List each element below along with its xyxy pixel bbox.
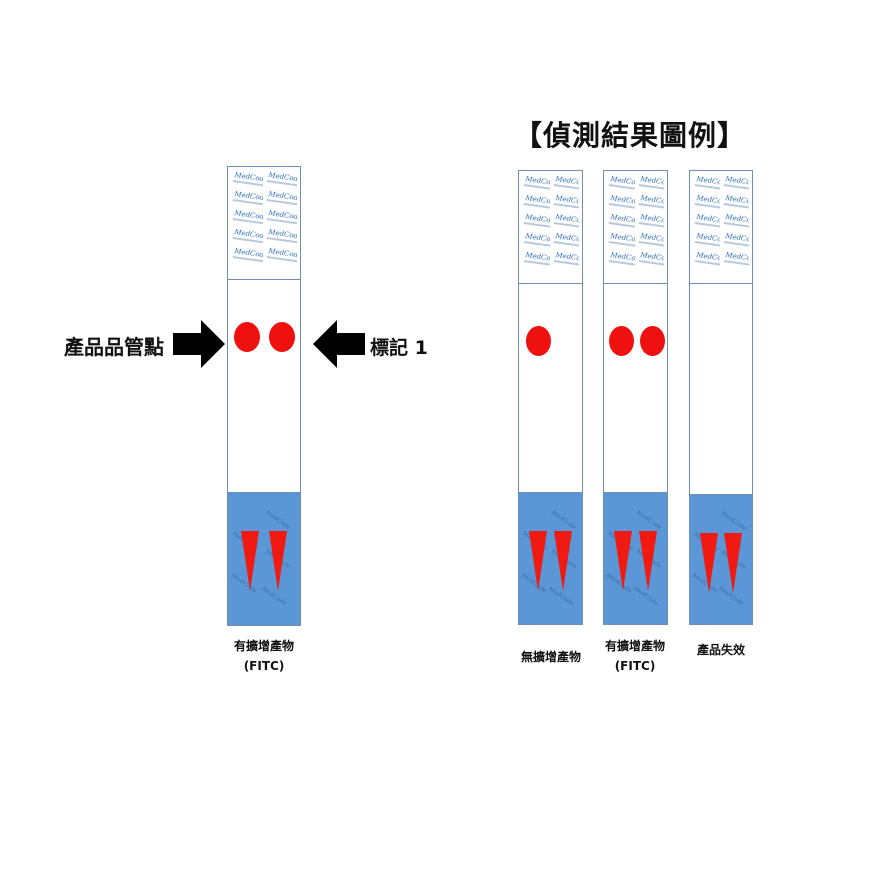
pad-watermark: MedCode (719, 510, 748, 533)
logo-watermark: MedCode (552, 175, 579, 194)
arrow-left-icon (313, 320, 365, 368)
logo-watermark: MedCode (693, 175, 720, 194)
dot-quality-control (526, 326, 551, 356)
logo-watermark: MedCode (693, 232, 720, 251)
logo-watermark: MedCode (265, 209, 297, 228)
sample-triangle-right (639, 531, 657, 591)
logo-watermark: MedCode (522, 213, 550, 232)
logo-watermark: MedCode (231, 190, 263, 209)
logo-watermark: MedCode (722, 194, 749, 213)
sample-triangle-right (554, 531, 572, 591)
dot-quality-control (609, 326, 634, 356)
pad-watermark: MedCode (263, 509, 292, 532)
dot-mark-1 (269, 322, 295, 352)
dot-quality-control (234, 322, 260, 352)
logo-watermark: MedCode (637, 213, 664, 232)
logo-watermark: MedCode (552, 194, 579, 213)
logo-watermark: MedCode (693, 251, 720, 270)
logo-watermark: MedCode (552, 232, 579, 251)
caption-has-product-line1: 有擴增產物 (604, 639, 665, 653)
logo-watermark: MedCode (265, 190, 297, 209)
logo-watermark: MedCode (607, 175, 635, 194)
logo-watermark: MedCode (607, 194, 635, 213)
sample-triangle-right (724, 533, 742, 593)
logo-watermark: MedCode (265, 171, 297, 190)
sample-triangle-left (614, 531, 632, 591)
sample-triangle-left (529, 531, 547, 591)
logo-watermark: MedCode (522, 194, 550, 213)
logo-watermark: MedCode (722, 175, 749, 194)
sample-triangle-left (700, 533, 718, 593)
logo-watermark: MedCode (231, 209, 263, 228)
logo-watermark: MedCode (522, 251, 550, 270)
caption-no-product: 無擴增產物 (520, 650, 581, 664)
logo-watermark: MedCode (522, 175, 550, 194)
legend-title: 【偵測結果圖例】 (514, 119, 747, 152)
logo-watermark: MedCode (637, 175, 664, 194)
dot-mark-1 (640, 326, 665, 356)
arrow-right-icon (173, 320, 225, 368)
sample-triangle-left (241, 531, 259, 591)
caption-invalid: 產品失效 (696, 643, 745, 657)
logo-watermark: MedCode (637, 251, 664, 270)
logo-watermark: MedCode (637, 194, 664, 213)
logo-watermark: MedCode (722, 251, 749, 270)
logo-watermark: MedCode (693, 213, 720, 232)
logo-watermark: MedCode (231, 171, 263, 190)
logo-watermark: MedCode (722, 213, 749, 232)
logo-watermark: MedCode (522, 232, 550, 251)
logo-watermark: MedCode (231, 228, 263, 247)
logo-watermark: MedCode (607, 213, 635, 232)
pad-watermark: MedCode (634, 509, 663, 532)
label-quality-control-point: 產品品管點 (64, 335, 164, 359)
logo-watermark: MedCode (637, 232, 664, 251)
caption-example-line1: 有擴增產物 (233, 639, 294, 653)
logo-watermark: MedCode (607, 251, 635, 270)
caption-has-product-line2: (FITC) (614, 659, 656, 673)
logo-watermark: MedCode (265, 228, 297, 247)
logo-watermark: MedCode (693, 194, 720, 213)
label-mark-1: 標記 1 (370, 337, 428, 359)
pad-watermark: MedCode (549, 509, 578, 532)
caption-example-line2: (FITC) (243, 659, 285, 673)
logo-watermark: MedCode (552, 213, 579, 232)
sample-triangle-right (269, 531, 287, 591)
logo-watermark: MedCode (607, 232, 635, 251)
logo-watermark: MedCode (231, 247, 263, 266)
logo-watermark: MedCode (552, 251, 579, 270)
logo-watermark: MedCode (265, 247, 297, 266)
logo-watermark: MedCode (722, 232, 749, 251)
